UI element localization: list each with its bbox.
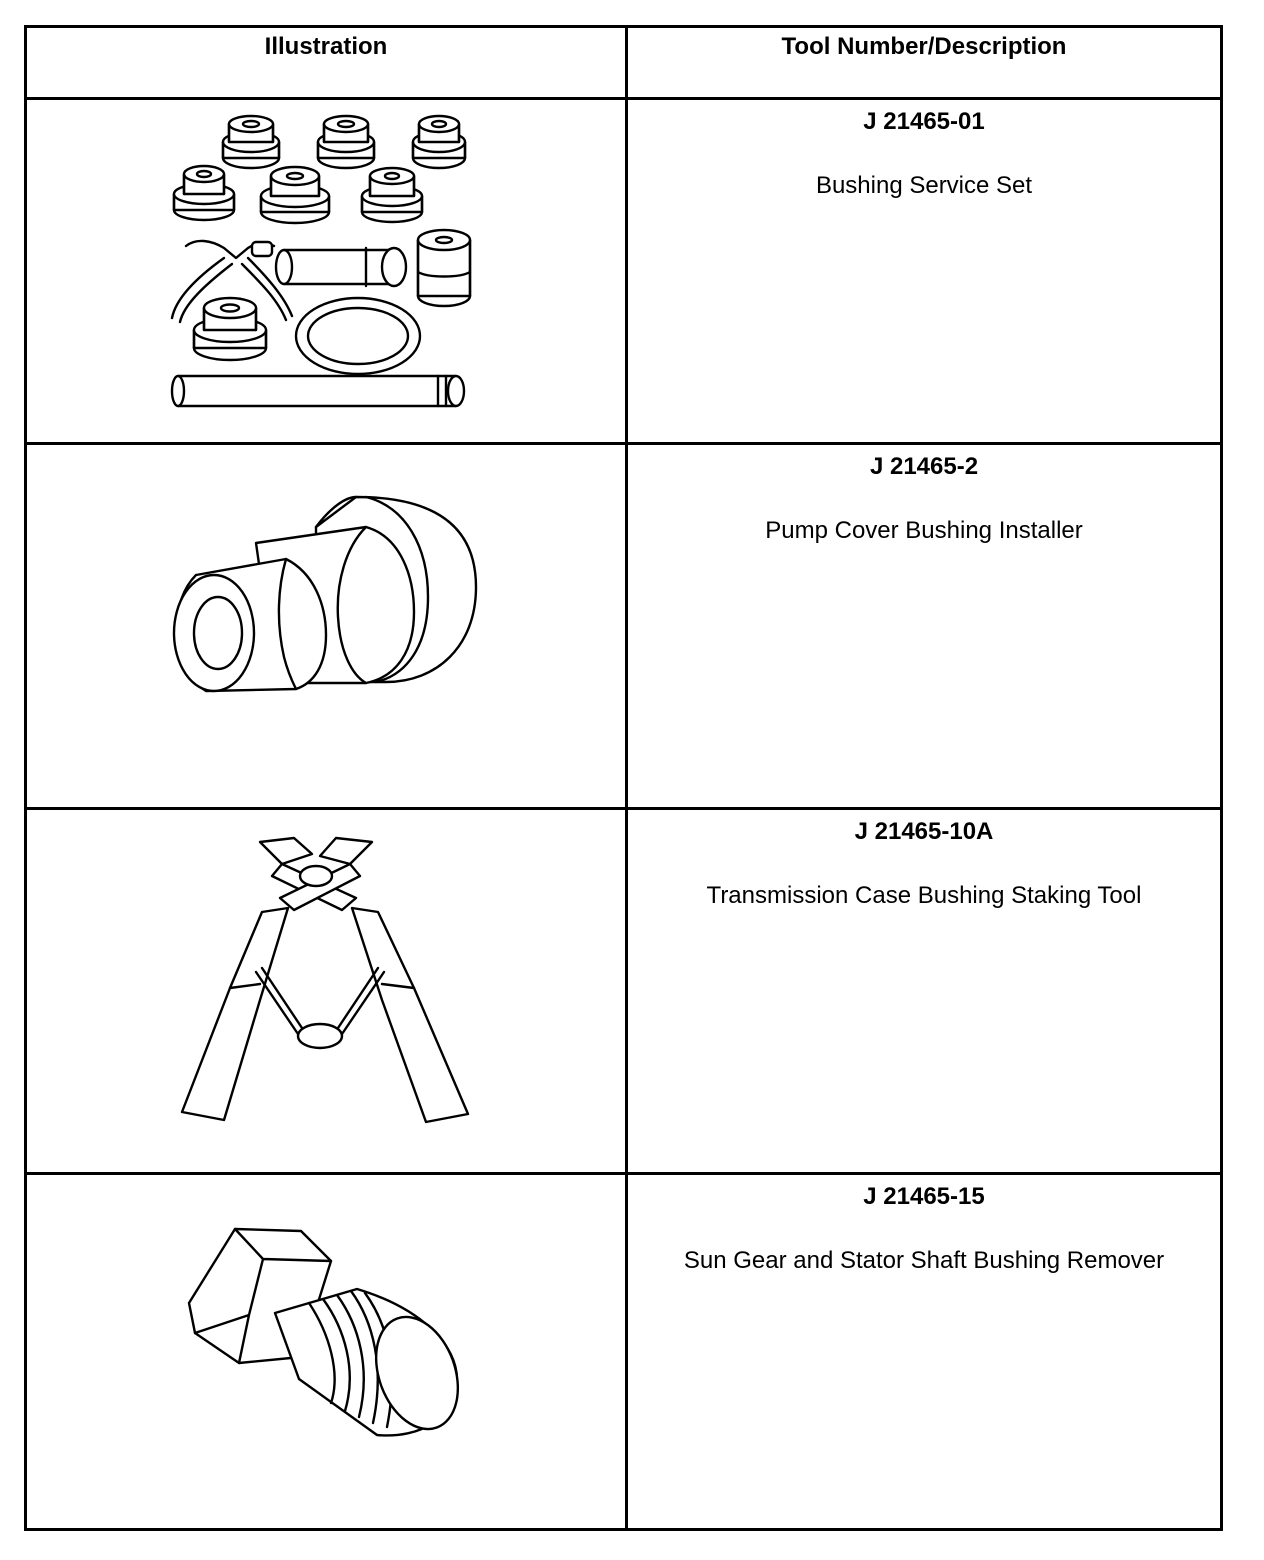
staking-tool-pliers-icon bbox=[180, 836, 470, 1124]
tool-description: Pump Cover Bushing Installer bbox=[765, 517, 1083, 544]
table-row: J 21465-15 Sun Gear and Stator Shaft Bus… bbox=[27, 1175, 1220, 1531]
illustration-cell bbox=[27, 445, 625, 807]
bushing-service-set-icon bbox=[170, 114, 472, 408]
row-divider bbox=[27, 1172, 1220, 1175]
header-tool-number-description: Tool Number/Description bbox=[781, 33, 1067, 60]
description-cell: J 21465-01 Bushing Service Set bbox=[628, 100, 1220, 442]
header-illustration: Illustration bbox=[264, 33, 388, 60]
description-cell: J 21465-2 Pump Cover Bushing Installer bbox=[628, 445, 1220, 807]
illustration-cell bbox=[27, 1175, 625, 1531]
row-divider bbox=[27, 442, 1220, 445]
table-row: J 21465-01 Bushing Service Set bbox=[27, 100, 1220, 442]
tool-number: J 21465-01 bbox=[863, 108, 985, 135]
bushing-remover-bolt-icon bbox=[187, 1227, 460, 1437]
tool-description: Transmission Case Bushing Staking Tool bbox=[706, 882, 1142, 909]
column-divider bbox=[625, 28, 628, 1528]
description-cell: J 21465-10A Transmission Case Bushing St… bbox=[628, 810, 1220, 1172]
row-divider bbox=[27, 807, 1220, 810]
illustration-cell bbox=[27, 810, 625, 1172]
tool-number: J 21465-10A bbox=[854, 818, 994, 845]
pump-cover-bushing-installer-icon bbox=[172, 495, 478, 693]
table-row: J 21465-10A Transmission Case Bushing St… bbox=[27, 810, 1220, 1172]
illustration-cell bbox=[27, 100, 625, 442]
header-divider bbox=[27, 97, 1220, 100]
table-row: J 21465-2 Pump Cover Bushing Installer bbox=[27, 445, 1220, 807]
tool-number: J 21465-2 bbox=[869, 453, 979, 480]
tool-description: Bushing Service Set bbox=[815, 172, 1033, 199]
tool-description: Sun Gear and Stator Shaft Bushing Remove… bbox=[683, 1247, 1165, 1274]
description-cell: J 21465-15 Sun Gear and Stator Shaft Bus… bbox=[628, 1175, 1220, 1531]
tool-table: Illustration Tool Number/Description bbox=[24, 25, 1223, 1531]
tool-number: J 21465-15 bbox=[863, 1183, 985, 1210]
